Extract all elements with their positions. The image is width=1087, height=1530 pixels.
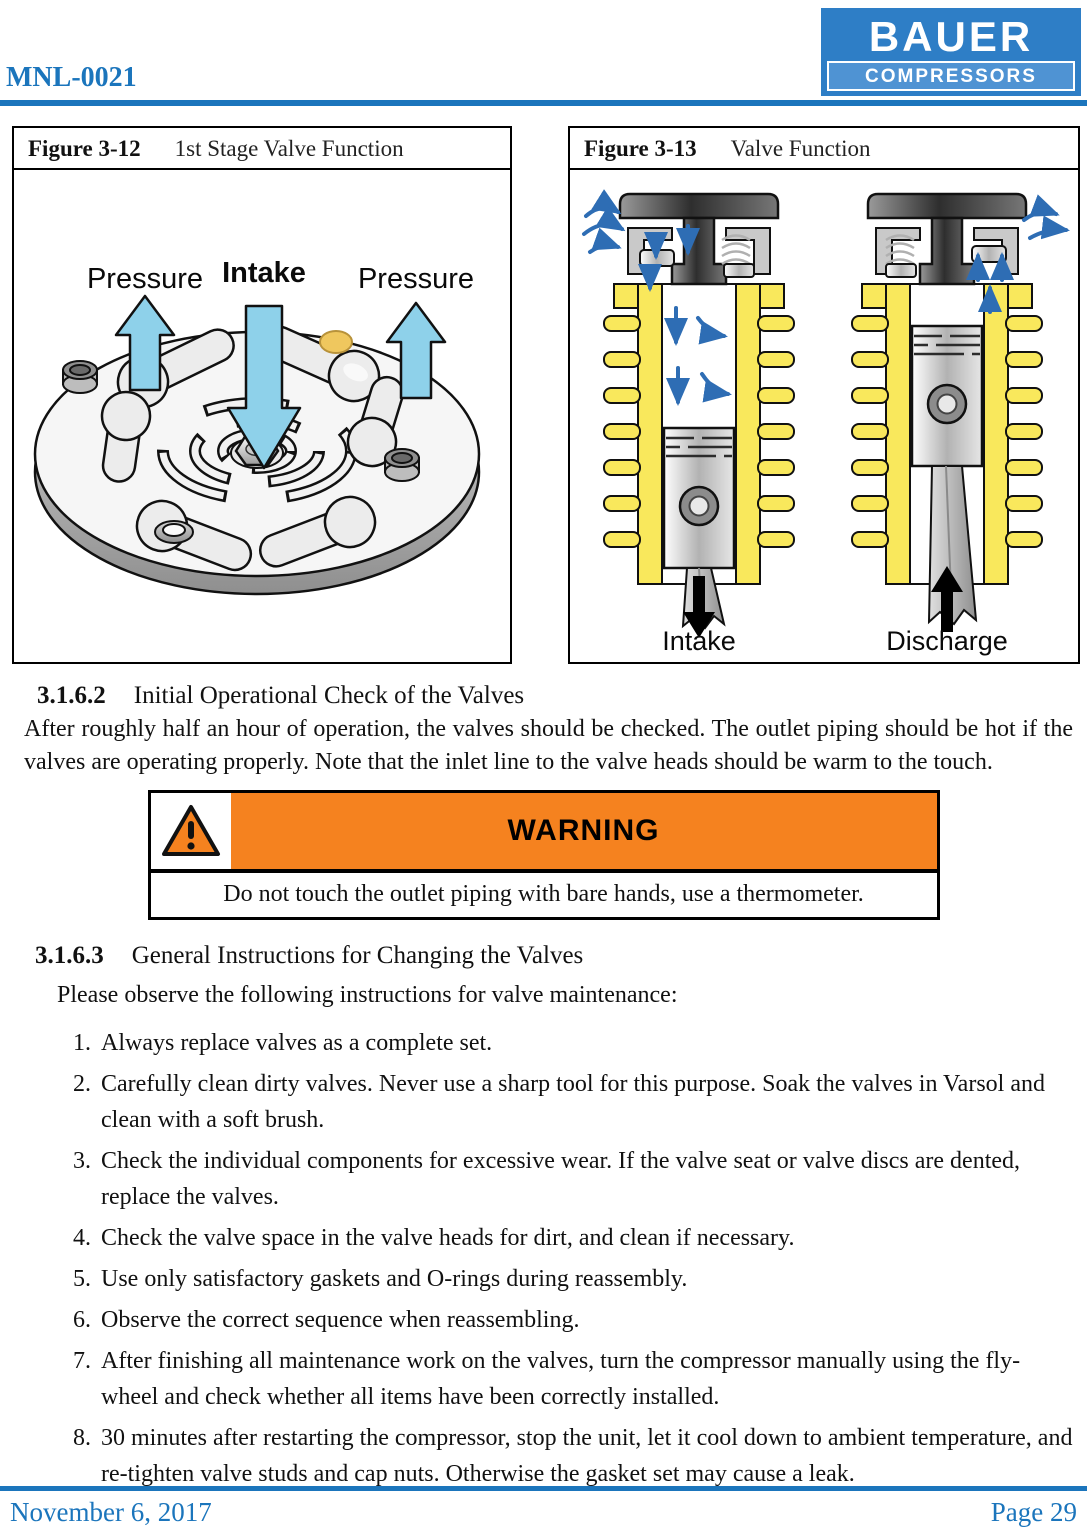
pressure-label-left: Pressure bbox=[87, 263, 203, 295]
header-divider bbox=[0, 100, 1087, 106]
warning-triangle-icon bbox=[161, 805, 220, 856]
page-footer: November 6, 2017 Page 29 bbox=[10, 1497, 1077, 1528]
pressure-arrow-left bbox=[114, 294, 176, 392]
piston bbox=[910, 324, 984, 468]
pressure-label-right: Pressure bbox=[358, 263, 474, 295]
instruction-item: Always replace valves as a complete set. bbox=[97, 1025, 1073, 1061]
valve-spring bbox=[885, 234, 915, 266]
figure-3-13-titlebar: Figure 3-13 Valve Function bbox=[570, 128, 1078, 170]
figure-3-13-body: Intake Discharge bbox=[570, 170, 1078, 662]
instruction-item: Observe the correct sequence when reasse… bbox=[97, 1302, 1073, 1338]
cooling-fins bbox=[603, 283, 795, 585]
instruction-item: After finishing all maintenance work on … bbox=[97, 1343, 1073, 1415]
outlet-valve-disc bbox=[723, 263, 755, 278]
warning-text: Do not touch the outlet piping with bare… bbox=[150, 869, 937, 917]
warning-title-band: WARNING bbox=[230, 793, 937, 869]
discharge-stroke-arrow bbox=[931, 566, 963, 632]
warning-box: WARNING Do not touch the outlet piping w… bbox=[147, 790, 940, 920]
intake-label: Intake bbox=[222, 257, 306, 289]
intake-label: Intake bbox=[662, 626, 736, 656]
instruction-item: Use only satisfactory gaskets and O-ring… bbox=[97, 1261, 1073, 1297]
logo-top: BAUER bbox=[869, 12, 1033, 61]
page-header: MNL-0021 BAUER COMPRESSORS bbox=[0, 0, 1087, 96]
figure-caption: Valve Function bbox=[730, 136, 871, 161]
gold-pin-marker bbox=[319, 330, 353, 354]
instruction-item: 30 minutes after restarting the compress… bbox=[97, 1420, 1073, 1492]
valve-plate-diagram: Pressure Intake Pressure bbox=[33, 257, 481, 596]
figure-label: Figure 3-13 bbox=[584, 136, 697, 161]
cooling-fins bbox=[851, 283, 1043, 585]
figure-3-12-body: Pressure Intake Pressure bbox=[14, 170, 510, 656]
section-heading-check: 3.1.6.2 Initial Operational Check of the … bbox=[37, 680, 1087, 712]
section-number: 3.1.6.3 bbox=[35, 942, 104, 969]
figure-caption: 1st Stage Valve Function bbox=[174, 136, 404, 161]
footer-date: November 6, 2017 bbox=[10, 1497, 212, 1527]
intake-arrow bbox=[226, 304, 302, 470]
warning-icon-cell bbox=[150, 793, 231, 869]
figure-3-13-panel: Figure 3-13 Valve Function bbox=[568, 126, 1080, 664]
piston-cross-section-diagram: Intake Discharge bbox=[582, 189, 1070, 656]
section-title: General Instructions for Changing the Va… bbox=[131, 942, 584, 969]
valve-spring bbox=[721, 234, 751, 266]
logo-brand-text: BAUER bbox=[868, 12, 1034, 60]
inlet-valve-disc bbox=[885, 263, 917, 278]
instruction-item: Check the individual components for exce… bbox=[97, 1143, 1073, 1215]
instructions-intro: Please observe the following instruction… bbox=[57, 982, 678, 1008]
bauer-logo: BAUER COMPRESSORS bbox=[821, 8, 1081, 96]
warning-title: WARNING bbox=[507, 814, 660, 847]
intake-cylinder-assembly bbox=[582, 189, 795, 638]
flow-arrows bbox=[114, 294, 447, 470]
instruction-item: Check the valve space in the valve heads… bbox=[97, 1220, 1073, 1256]
instructions-list: Always replace valves as a complete set.… bbox=[0, 1025, 1073, 1492]
instruction-item: Carefully clean dirty valves. Never use … bbox=[97, 1066, 1073, 1138]
footer-page-number: Page 29 bbox=[990, 1497, 1077, 1527]
discharge-label: Discharge bbox=[886, 626, 1008, 656]
warning-header: WARNING bbox=[150, 793, 937, 869]
figure-3-12-titlebar: Figure 3-12 1st Stage Valve Function bbox=[14, 128, 510, 170]
section-number: 3.1.6.2 bbox=[37, 682, 106, 709]
section-heading-changing: 3.1.6.3 General Instructions for Changing… bbox=[35, 940, 1087, 972]
doc-number: MNL-0021 bbox=[6, 62, 137, 93]
intake-stroke-arrow bbox=[683, 576, 715, 638]
logo-sub-text: COMPRESSORS bbox=[865, 65, 1037, 87]
pressure-arrow-right bbox=[385, 301, 447, 400]
intake-flow-arrows bbox=[582, 189, 732, 406]
logo-strip: COMPRESSORS bbox=[827, 61, 1075, 91]
discharge-flow-arrows bbox=[966, 194, 1070, 314]
piston bbox=[662, 426, 736, 570]
discharge-cylinder-assembly bbox=[851, 192, 1070, 632]
footer-divider bbox=[0, 1486, 1087, 1491]
section-title: Initial Operational Check of the Valves bbox=[133, 682, 525, 709]
figure-label: Figure 3-12 bbox=[28, 136, 141, 161]
section-check-paragraph: After roughly half an hour of operation,… bbox=[24, 716, 1073, 775]
figure-3-12-panel: Figure 3-12 1st Stage Valve Function bbox=[12, 126, 512, 664]
valve-head bbox=[618, 192, 780, 286]
plate-bosses bbox=[62, 360, 420, 544]
figures-row: Figure 3-12 1st Stage Valve Function bbox=[12, 126, 1080, 664]
